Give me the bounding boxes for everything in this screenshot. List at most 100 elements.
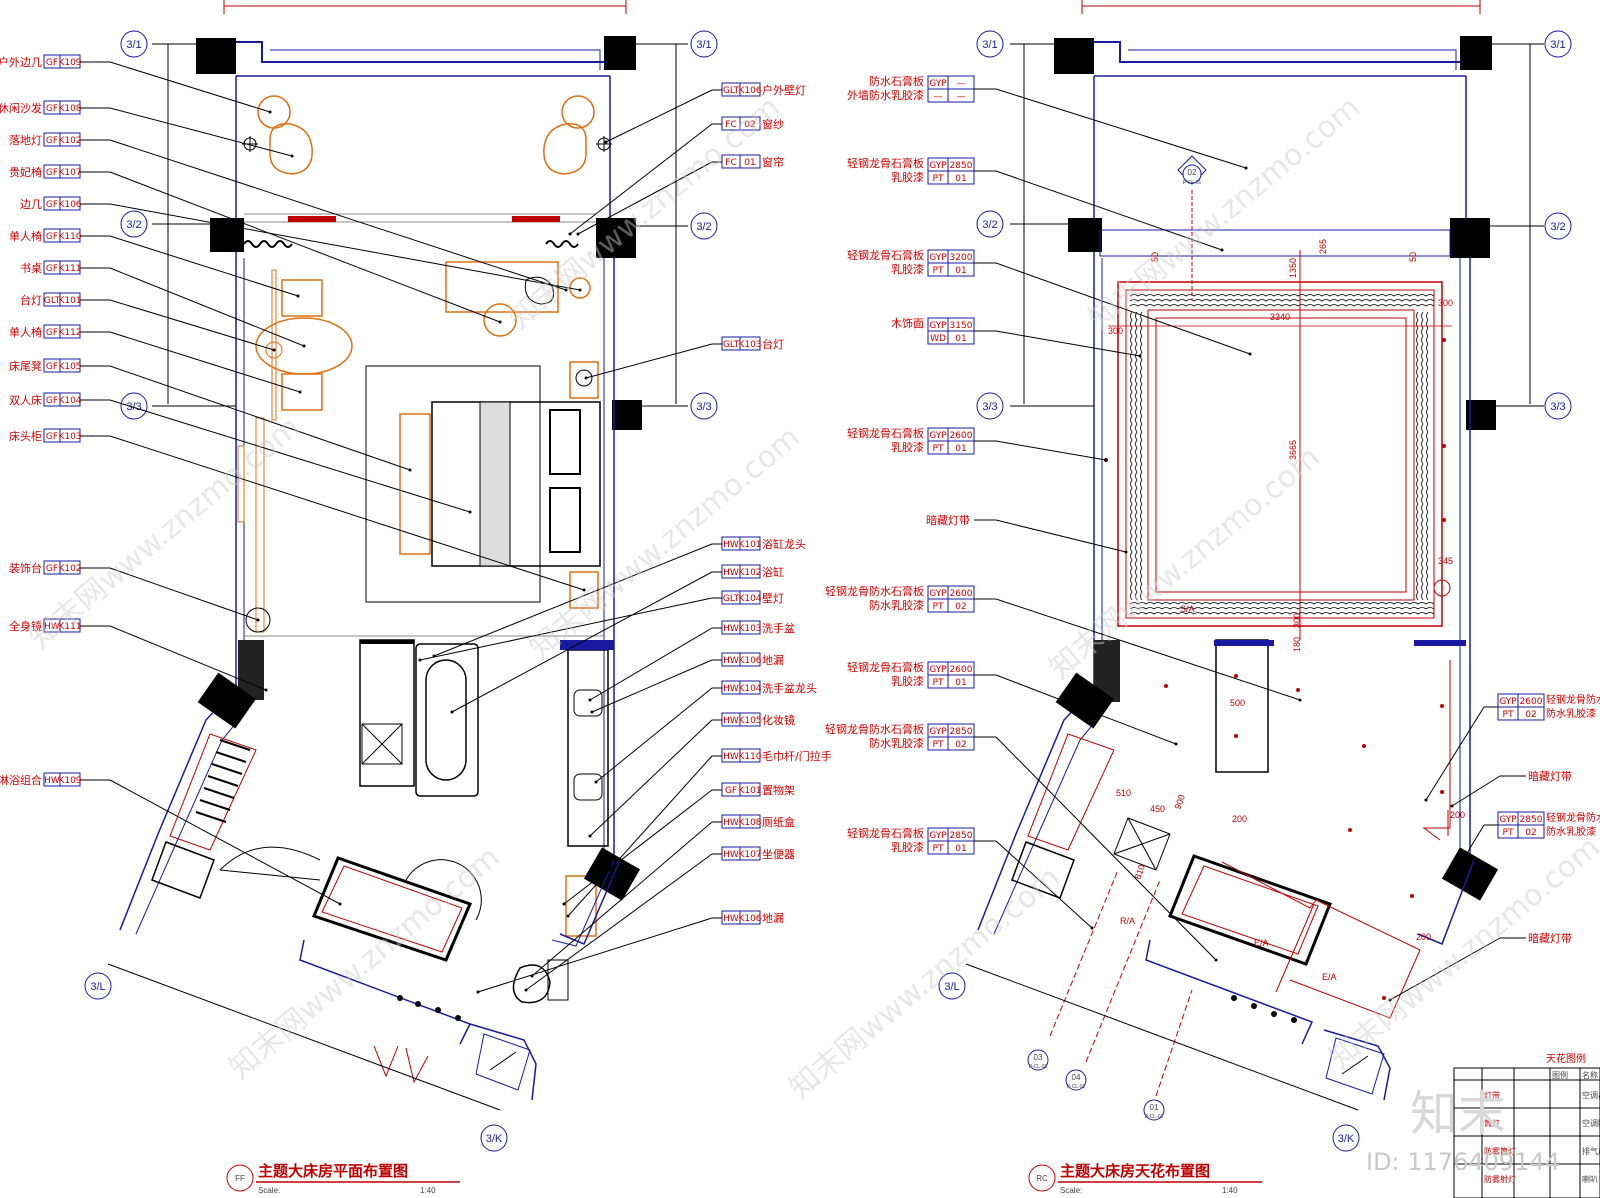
svg-text:2600: 2600 bbox=[950, 589, 973, 599]
callout-label: 轻钢龙骨石膏板 bbox=[847, 826, 924, 840]
callout-label: 床尾凳 bbox=[9, 359, 42, 373]
svg-text:HW: HW bbox=[723, 914, 739, 924]
svg-text:K106: K106 bbox=[738, 656, 761, 666]
callout-label: 单人椅 bbox=[9, 229, 42, 243]
callout-label: 毛巾杆/门拉手 bbox=[762, 749, 832, 763]
plan-scale-label: Scale: bbox=[258, 1186, 280, 1195]
svg-text:GYP: GYP bbox=[929, 79, 947, 89]
svg-text:GF: GF bbox=[46, 200, 58, 210]
callout-label: 置物架 bbox=[762, 783, 795, 797]
ceiling-scale-value: 1:40 bbox=[1222, 1186, 1238, 1195]
svg-text:3/K: 3/K bbox=[1338, 1133, 1355, 1145]
svg-text:K111: K111 bbox=[58, 622, 81, 632]
callout-label: 淋浴组合 bbox=[0, 773, 42, 787]
svg-text:GYP: GYP bbox=[1499, 815, 1517, 825]
grid-bubble: 3/K bbox=[480, 1124, 508, 1152]
svg-text:P-CL-01: P-CL-01 bbox=[1183, 180, 1202, 186]
svg-text:GLT: GLT bbox=[723, 86, 740, 96]
svg-text:FC: FC bbox=[725, 120, 736, 130]
svg-text:K112: K112 bbox=[58, 328, 81, 338]
watermark-logo: 知末 bbox=[1410, 1086, 1506, 1142]
ceiling-title: 主题大床房天花布置图 bbox=[1060, 1162, 1210, 1180]
svg-text:345: 345 bbox=[1438, 556, 1453, 566]
svg-text:GF: GF bbox=[725, 786, 737, 796]
plan-grid-bubbles: 3/1 3/2 3/3 3/1 3/2 3/3 3/L 3/K bbox=[84, 30, 718, 1152]
svg-text:P-CL-01: P-CL-01 bbox=[1145, 1114, 1164, 1120]
callout-label: 窗帘 bbox=[762, 155, 784, 169]
svg-text:GLT: GLT bbox=[44, 296, 61, 306]
svg-text:知末网www.znzmo.com: 知末网www.znzmo.com bbox=[1043, 440, 1327, 686]
grid-bubble: 3/L bbox=[84, 972, 112, 1000]
floor-plan bbox=[107, 0, 688, 1111]
ceiling-grid-bubbles: 3/1 3/2 3/3 3/1 3/2 3/3 3/L 3/K bbox=[938, 30, 1572, 1152]
svg-text:2600: 2600 bbox=[950, 431, 973, 441]
svg-text:K105: K105 bbox=[58, 362, 81, 372]
callout-label: 坐便器 bbox=[762, 848, 795, 861]
grid-bubble: 3/2 bbox=[120, 210, 148, 238]
svg-text:FC: FC bbox=[725, 158, 736, 168]
svg-text:300: 300 bbox=[1108, 326, 1123, 336]
svg-text:2850: 2850 bbox=[950, 161, 973, 171]
svg-text:2600: 2600 bbox=[1520, 697, 1543, 707]
svg-text:500: 500 bbox=[1230, 698, 1245, 708]
svg-text:乳胶漆: 乳胶漆 bbox=[891, 840, 924, 854]
svg-text:K102: K102 bbox=[58, 564, 81, 574]
svg-text:01: 01 bbox=[955, 266, 966, 276]
svg-text:HW: HW bbox=[723, 684, 739, 694]
callout-label: 洗手盆 bbox=[762, 621, 795, 635]
svg-text:乳胶漆: 乳胶漆 bbox=[891, 170, 924, 184]
svg-text:01: 01 bbox=[955, 174, 966, 184]
svg-text:知末网www.znzmo.com: 知末网www.znzmo.com bbox=[223, 840, 507, 1086]
svg-text:01: 01 bbox=[1150, 1103, 1159, 1112]
svg-text:外墙防水乳胶漆: 外墙防水乳胶漆 bbox=[847, 88, 924, 102]
svg-text:3340: 3340 bbox=[1270, 312, 1290, 322]
svg-text:3/K: 3/K bbox=[486, 1133, 503, 1145]
callout-label: 贵妃椅 bbox=[9, 165, 42, 179]
svg-text:3665: 3665 bbox=[1288, 440, 1298, 460]
callout-label: 浴缸龙头 bbox=[762, 537, 806, 551]
svg-text:K108: K108 bbox=[738, 818, 761, 828]
svg-text:知末网www.znzmo.com: 知末网www.znzmo.com bbox=[503, 90, 787, 336]
svg-text:PT: PT bbox=[933, 444, 944, 454]
svg-text:PT: PT bbox=[933, 174, 944, 184]
svg-text:K104: K104 bbox=[58, 396, 81, 406]
callout-label: 木饰面 bbox=[891, 316, 924, 330]
svg-text:S/A: S/A bbox=[1180, 604, 1195, 614]
callout-label: 轻钢龙骨石膏板 bbox=[847, 660, 924, 674]
svg-text:灯带: 灯带 bbox=[1484, 1090, 1500, 1100]
grid-bubble: 3/L bbox=[938, 972, 966, 1000]
callout-label: 地漏 bbox=[762, 654, 784, 667]
svg-text:2850: 2850 bbox=[950, 831, 973, 841]
svg-text:GYP: GYP bbox=[929, 665, 947, 675]
svg-text:3/2: 3/2 bbox=[126, 219, 141, 231]
svg-text:2850: 2850 bbox=[1520, 815, 1543, 825]
ceiling-right-callouts: GYP2600PT02轻钢龙骨防水石防水乳胶漆暗藏灯带GYP2850PT02轻钢… bbox=[1388, 693, 1600, 1002]
svg-text:—: — bbox=[957, 79, 966, 89]
section-mark: 02P-CL-01 bbox=[1182, 164, 1202, 186]
ceiling-plan bbox=[965, 0, 1544, 1111]
svg-text:名称: 名称 bbox=[1582, 1070, 1598, 1080]
callout-label: 轻钢龙骨石膏板 bbox=[847, 156, 924, 170]
svg-text:GF: GF bbox=[46, 168, 58, 178]
callout-label: 轻钢龙骨石膏板 bbox=[847, 426, 924, 440]
callout-label: 落地灯 bbox=[9, 134, 42, 147]
svg-text:02: 02 bbox=[744, 120, 755, 130]
svg-text:3/3: 3/3 bbox=[696, 401, 711, 413]
